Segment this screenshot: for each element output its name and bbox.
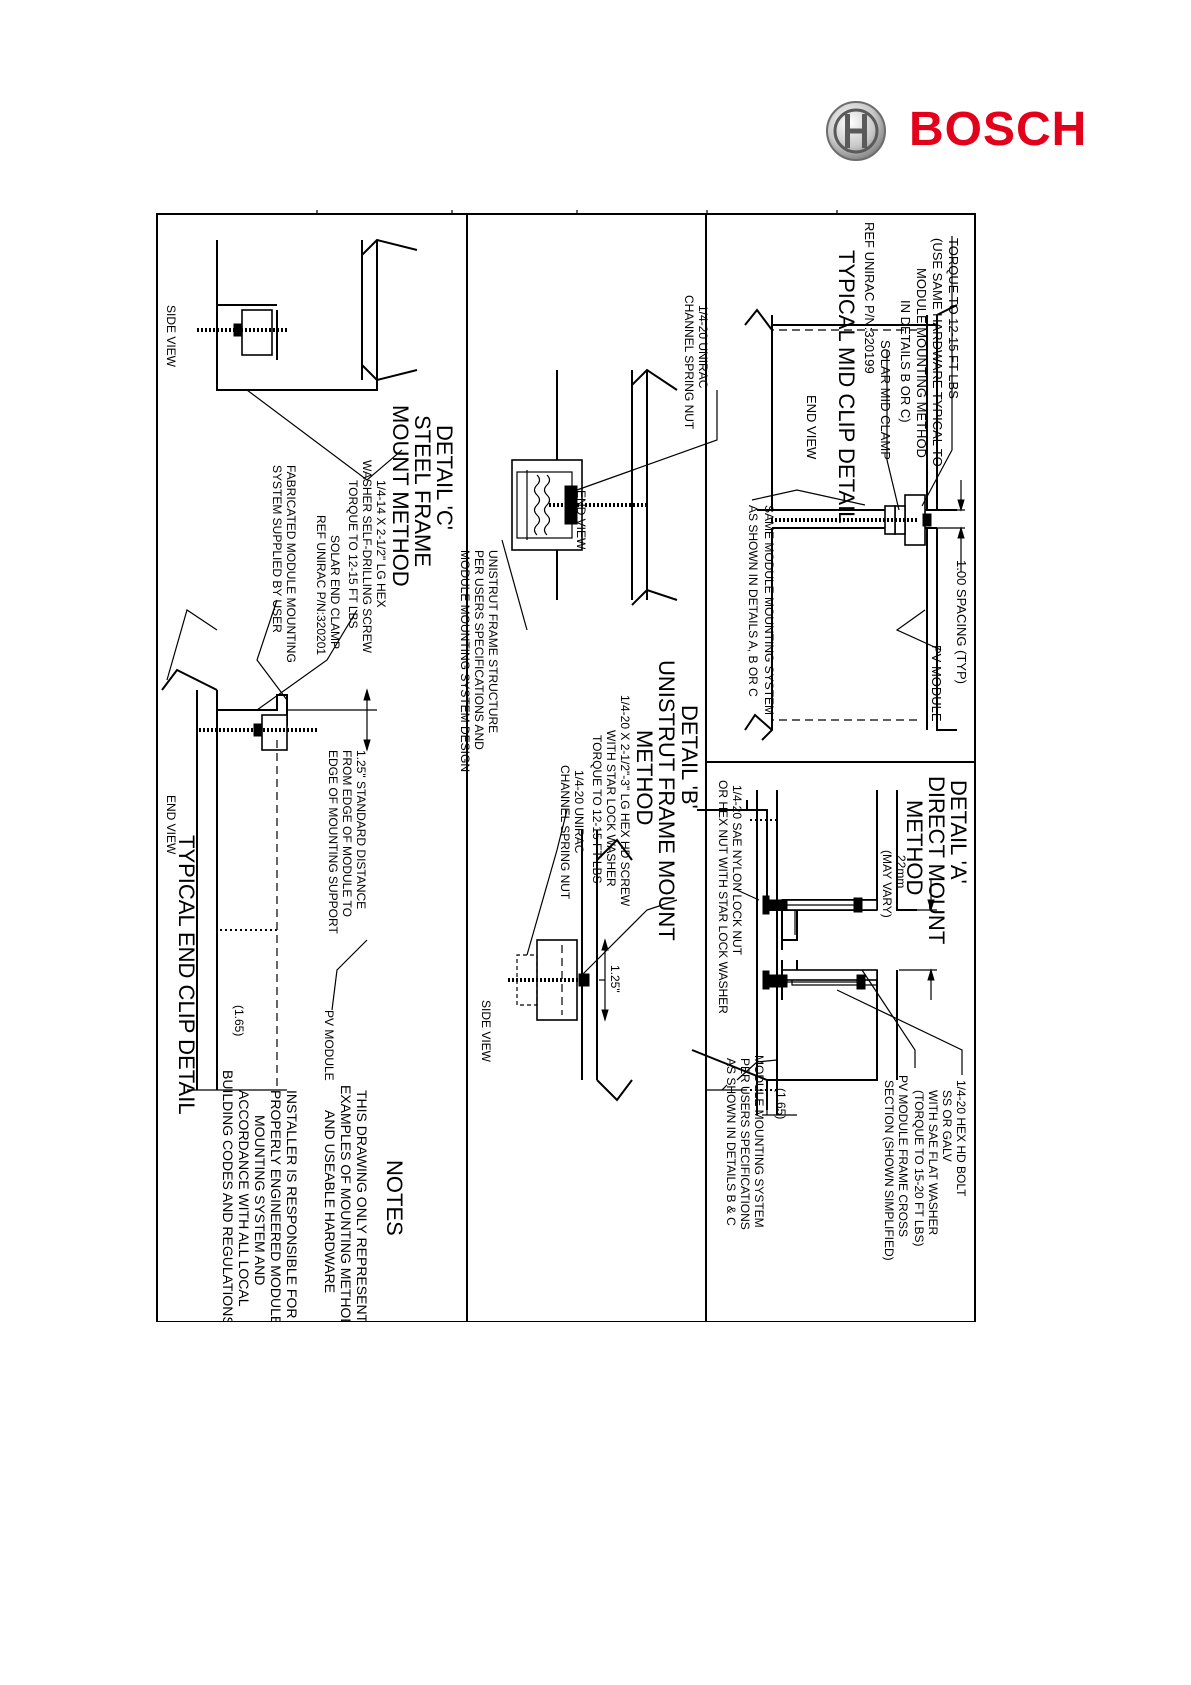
detail-a-system-1: MODULE MOUNTING SYSTEM (752, 1055, 766, 1228)
detail-a-gap-2: (MAY VARY) (880, 850, 894, 918)
detail-a-bolt-4: (TORQUE TO 15-20 FT LBS) (912, 1090, 926, 1247)
mid-clip-title: TYPICAL MID CLIP DETAIL (834, 250, 859, 523)
mid-clip-torque-2: (USE SAME HARDWARE TYPICAL TO (930, 238, 945, 467)
bosch-logo: BOSCH (825, 100, 1095, 161)
mid-clip-end-view: END VIEW (804, 395, 819, 460)
drawing-sheet: TORQUE TO 12-15 FT LBS (USE SAME HARDWAR… (155, 204, 977, 1338)
end-clip-end-view: END VIEW (164, 795, 178, 855)
detail-c-screw-3: TORQUE TO 12-15 FT LBS (346, 480, 360, 629)
notes-line-1: THIS DRAWING ONLY REPRESENTS (354, 1090, 370, 1322)
detail-a-nut-2: OR HEX NUT WITH STAR LOCK WASHER (716, 780, 730, 1014)
end-clip-detail: 1.25" STANDARD DISTANCE FROM EDGE OF MOD… (164, 750, 368, 1115)
detail-c-title-1: DETAIL 'C' (432, 425, 457, 530)
brand-name: BOSCH (909, 103, 1088, 156)
mid-clip-clamp-2: REF UNIRAC P/N:320199 (862, 222, 877, 374)
detail-b-side-view: SIDE VIEW (479, 1000, 493, 1063)
detail-a-frame-1: PV MODULE FRAME CROSS (896, 1075, 910, 1237)
notes-line-7: MOUNTING SYSTEM AND (252, 1115, 268, 1285)
detail-a-system-3: AS SHOWN IN DETAILS B & C (724, 1058, 738, 1226)
detail-b-screw-3: TORQUE TO 12-15 FT LBS (590, 735, 604, 884)
mid-clip-torque-1: TORQUE TO 12-15 FT LBS (946, 238, 961, 399)
detail-b: 1/4-20 UNIRAC CHANNEL SPRING NUT END VIE… (458, 295, 718, 1102)
detail-c-side-view: SIDE VIEW (164, 305, 178, 368)
end-clip-dim: (1.65) (232, 1005, 246, 1036)
end-clip-distance-2: FROM EDGE OF MODULE TO (340, 750, 354, 917)
detail-b-screw-1: 1/4-20 X 2-1/2"-3" LG HEX HD SCREW (618, 695, 632, 907)
detail-a-gap-1: 22mm (894, 855, 908, 888)
detail-c-title-3: MOUNT METHOD (388, 405, 413, 587)
detail-a-bolt-2: SS OR GALV (940, 1090, 954, 1162)
mid-clip-spacing: 1.00 SPACING (TYP) (954, 560, 969, 684)
detail-b-nut-side-1: 1/4-20 UNIRAC (572, 770, 586, 854)
detail-a-title-2: DIRECT MOUNT (924, 776, 949, 944)
detail-a-bolt-3: WITH SAE FLAT WASHER (926, 1090, 940, 1235)
mid-clip-pv-module: PV MODULE (929, 645, 944, 722)
detail-c-clamp-1: SOLAR END CLAMP (328, 535, 342, 649)
detail-c-screw-1: 1/4-14 X 2-1/2" LG HEX (374, 480, 388, 608)
notes-line-8: ACCORDANCE WITH ALL LOCAL (236, 1090, 252, 1307)
detail-b-title-1: DETAIL 'B' (677, 705, 702, 809)
detail-b-nut-side-2: CHANNEL SPRING NUT (558, 765, 572, 900)
detail-a-title-3: METHOD (902, 800, 927, 895)
mid-clip-system-1: SAME MODULE MOUNTING SYSTEM (762, 505, 776, 715)
detail-c-title-2: STEEL FRAME (410, 415, 435, 567)
end-clip-distance-3: EDGE OF MOUNTING SUPPORT (326, 750, 340, 934)
detail-a-frame-2: SECTION (SHOWN SIMPLIFIED) (882, 1080, 896, 1261)
end-clip-title: TYPICAL END CLIP DETAIL (174, 835, 199, 1115)
detail-a-nut-1: 1/4-20 SAE NYLON LOCK NUT (730, 785, 744, 956)
detail-b-end-view: END VIEW (574, 490, 588, 550)
notes-line-5: INSTALLER IS RESPONSIBLE FOR (284, 1090, 300, 1318)
notes-line-6: PROPERLY ENGINEERED MODULE (268, 1090, 284, 1322)
detail-b-nut-end-2: CHANNEL SPRING NUT (682, 295, 696, 430)
detail-b-screw-2: WITH STAR LOCK WASHER (604, 730, 618, 887)
detail-a-system-2: PER USERS SPECIFICATIONS (738, 1058, 752, 1230)
mid-clip-clamp-1: SOLAR MID CLAMP (878, 340, 893, 460)
end-clip-pv-module: PV MODULE (322, 1010, 336, 1081)
notes-line-3: AND USEABLE HARDWARE (322, 1110, 338, 1293)
detail-b-nut-end-1: 1/4-20 UNIRAC (696, 305, 710, 389)
mid-clip-torque-3: MODULE MOUNTING METHOD (914, 268, 929, 458)
detail-c-screw-2: WASHER SELF-DRILLING SCREW (360, 460, 374, 654)
mid-clip-torque-4: IN DETAILS B OR C) (898, 300, 913, 423)
detail-b-structure-3: MODULE MOUNTING SYSTEM DESIGN (458, 550, 472, 772)
notes-line-2: EXAMPLES OF MOUNTING METHODS (338, 1085, 354, 1322)
detail-a: DETAIL 'A' DIRECT MOUNT METHOD 22mm (MAY… (691, 776, 971, 1261)
detail-c-fabricated-1: FABRICATED MODULE MOUNTING (284, 465, 298, 663)
detail-b-title-2: UNISTRUT FRAME MOUNT (654, 660, 679, 941)
detail-c-clamp-2: REF UNIRAC P/N:320201 (314, 515, 328, 655)
mid-clip-detail: TORQUE TO 12-15 FT LBS (USE SAME HARDWAR… (744, 222, 969, 741)
notes-heading: NOTES (382, 1160, 407, 1236)
bosch-armature-icon (826, 101, 886, 161)
end-clip-distance-1: 1.25" STANDARD DISTANCE (354, 750, 368, 909)
mid-clip-system-2: AS SHOWN IN DETAILS A, B OR C (746, 505, 760, 697)
notes: NOTES THIS DRAWING ONLY REPRESENTS EXAMP… (220, 1070, 407, 1338)
detail-b-title-3: METHOD (632, 730, 657, 825)
detail-b-dim: 1.25" (608, 965, 622, 993)
detail-c-fabricated-2: SYSTEM SUPPLIED BY USER (270, 465, 284, 633)
detail-c: DETAIL 'C' STEEL FRAME MOUNT METHOD 1/4-… (161, 238, 457, 1091)
detail-a-title-1: DETAIL 'A' (946, 780, 971, 884)
detail-b-structure-2: PER USERS SPECIFICATIONS AND (472, 550, 486, 750)
notes-line-9: BUILDING CODES AND REGULATIONS (220, 1070, 236, 1322)
detail-b-structure-1: UNISTRUT FRAME STRUCTURE (486, 550, 500, 733)
detail-a-dim: (1.65) (774, 1088, 788, 1119)
detail-a-bolt-1: 1/4-20 HEX HD BOLT (954, 1080, 968, 1197)
